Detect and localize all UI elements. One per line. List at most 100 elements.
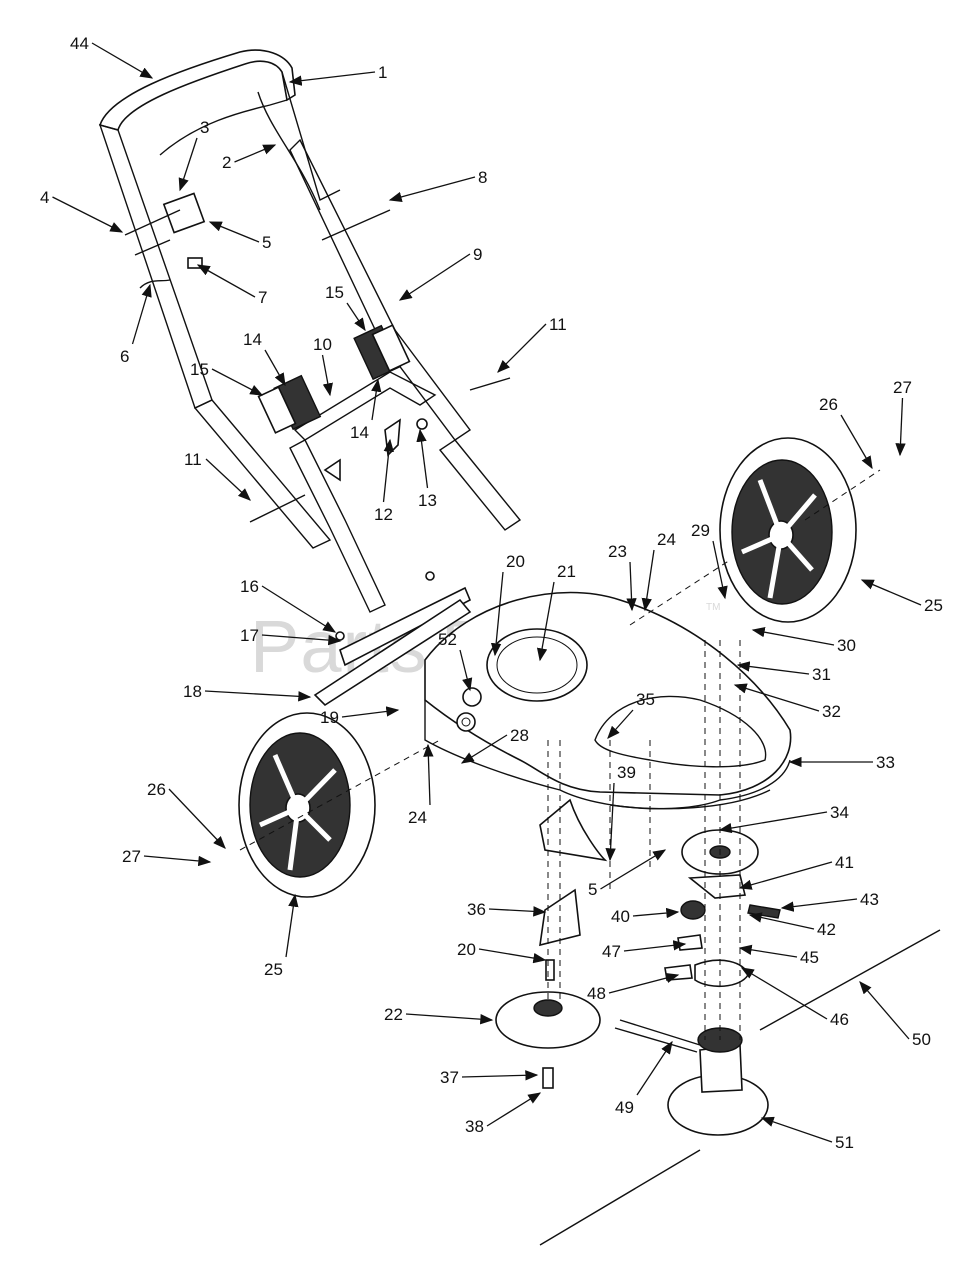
handle-assembly: [98, 49, 522, 613]
callout-leader-line: [760, 1116, 833, 1143]
callout-label: 25: [264, 960, 283, 979]
callout-leader-line: [478, 948, 547, 964]
callout-leader-line: [497, 323, 547, 373]
callout-leader-line: [459, 649, 473, 692]
callout-label: 4: [40, 188, 49, 207]
callout-leader-line: [461, 1070, 539, 1081]
callout-leader-line: [261, 585, 337, 633]
callout-leader-line: [623, 940, 687, 952]
callout-label: 41: [835, 853, 854, 872]
callout-leader-line: [840, 414, 873, 470]
callout-label: 46: [830, 1010, 849, 1029]
callout-label: 21: [557, 562, 576, 581]
callout-label: 15: [190, 360, 209, 379]
callout-labels: 1234556789101111121314141515161718192020…: [40, 34, 943, 1152]
callout-leader-line: [388, 176, 476, 202]
callout-label: 1: [378, 63, 387, 82]
callout-label: 30: [837, 636, 856, 655]
callout-leader-line: [211, 368, 264, 396]
callout-leader-line: [234, 144, 277, 163]
callout-label: 9: [473, 245, 482, 264]
callout-label: 11: [549, 315, 567, 334]
callout-leader-line: [52, 196, 124, 233]
wheel-left: [238, 712, 376, 898]
callout-label: 48: [587, 984, 606, 1003]
callout-leader-line: [859, 981, 910, 1040]
callout-label: 10: [313, 335, 332, 354]
callout-label: 5: [262, 233, 271, 252]
callout-leader-line: [486, 1092, 542, 1127]
callout-label: 31: [812, 665, 831, 684]
callout-leader-line: [718, 811, 828, 834]
callout-label: 15: [325, 283, 344, 302]
callout-leader-line: [264, 349, 286, 387]
callout-label: 16: [240, 577, 259, 596]
callout-label: 17: [240, 626, 259, 645]
callout-label: 37: [440, 1068, 459, 1087]
callout-leader-line: [536, 581, 555, 662]
callout-leader-line: [636, 1040, 673, 1096]
callout-leader-line: [626, 561, 637, 612]
callout-leader-line: [168, 788, 226, 849]
callout-label: 29: [691, 521, 710, 540]
callout-leader-line: [733, 683, 820, 712]
callout-leader-line: [288, 71, 376, 86]
callout-label: 34: [830, 803, 849, 822]
callout-leader-line: [738, 944, 798, 958]
callout-label: 14: [243, 330, 262, 349]
callout-label: 24: [657, 530, 676, 549]
callout-label: 44: [70, 34, 89, 53]
callout-label: 50: [912, 1030, 931, 1049]
callout-label: 6: [120, 347, 129, 366]
callout-leader-line: [382, 438, 394, 503]
callout-label: 35: [636, 690, 655, 709]
callout-leader-line: [712, 540, 728, 600]
deflector-assembly: [313, 571, 472, 707]
callout-label: 43: [860, 890, 879, 909]
callout-label: 20: [506, 552, 525, 571]
callout-label: 7: [258, 288, 267, 307]
callout-leader-line: [341, 706, 400, 718]
callout-label: 28: [510, 726, 529, 745]
callout-leader-line: [860, 579, 922, 606]
callout-leader-line: [261, 634, 342, 646]
callout-label: 24: [408, 808, 427, 827]
callout-leader-line: [91, 42, 154, 79]
callout-leader-line: [748, 912, 815, 930]
callout-leader-line: [405, 1013, 494, 1025]
callout-leader-line: [131, 283, 152, 345]
callout-leader-line: [423, 743, 434, 806]
callout-leader-line: [780, 898, 858, 912]
deck-body: [424, 591, 792, 810]
callout-label: 22: [384, 1005, 403, 1024]
callout-label: 11: [184, 450, 202, 469]
callout-label: 14: [350, 423, 369, 442]
callout-leader-line: [600, 849, 667, 890]
callout-label: 33: [876, 753, 895, 772]
callout-leader-line: [608, 972, 680, 994]
callout-label: 25: [924, 596, 943, 615]
callout-label: 45: [800, 948, 819, 967]
callout-leader-line: [398, 253, 471, 301]
callout-label: 52: [438, 630, 457, 649]
callout-label: 49: [615, 1098, 634, 1117]
callout-label: 19: [320, 708, 339, 727]
callout-leader-line: [178, 137, 198, 192]
callout-leader-line: [204, 690, 312, 702]
callout-leader-line: [632, 907, 680, 919]
callout-label: 12: [374, 505, 393, 524]
callout-leader-line: [285, 893, 299, 958]
callout-label: 47: [602, 942, 621, 961]
callout-label: 5: [588, 880, 597, 899]
wheel-right: [719, 437, 857, 623]
callout-leader-line: [196, 264, 256, 298]
callout-label: 38: [465, 1117, 484, 1136]
callout-leader-line: [895, 397, 906, 457]
callout-leader-line: [488, 906, 547, 917]
callout-label: 18: [183, 682, 202, 701]
callout-leader-line: [208, 221, 260, 243]
callout-label: 36: [467, 900, 486, 919]
callout-leader-line: [490, 571, 504, 657]
callout-leader-line: [346, 302, 366, 332]
